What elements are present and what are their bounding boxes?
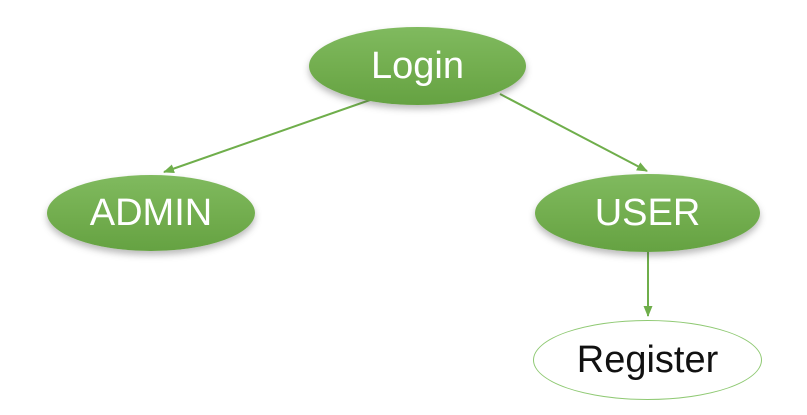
node-login: Login (309, 27, 526, 105)
node-user: USER (535, 174, 760, 252)
node-user-label: USER (594, 192, 701, 234)
node-register: Register (533, 320, 762, 400)
node-login-label: Login (371, 45, 464, 87)
edge-login-admin (163, 99, 371, 173)
node-register-label: Register (576, 339, 719, 381)
node-admin-label: ADMIN (89, 192, 213, 234)
edge-login-user (499, 93, 648, 172)
node-admin: ADMIN (47, 175, 255, 251)
